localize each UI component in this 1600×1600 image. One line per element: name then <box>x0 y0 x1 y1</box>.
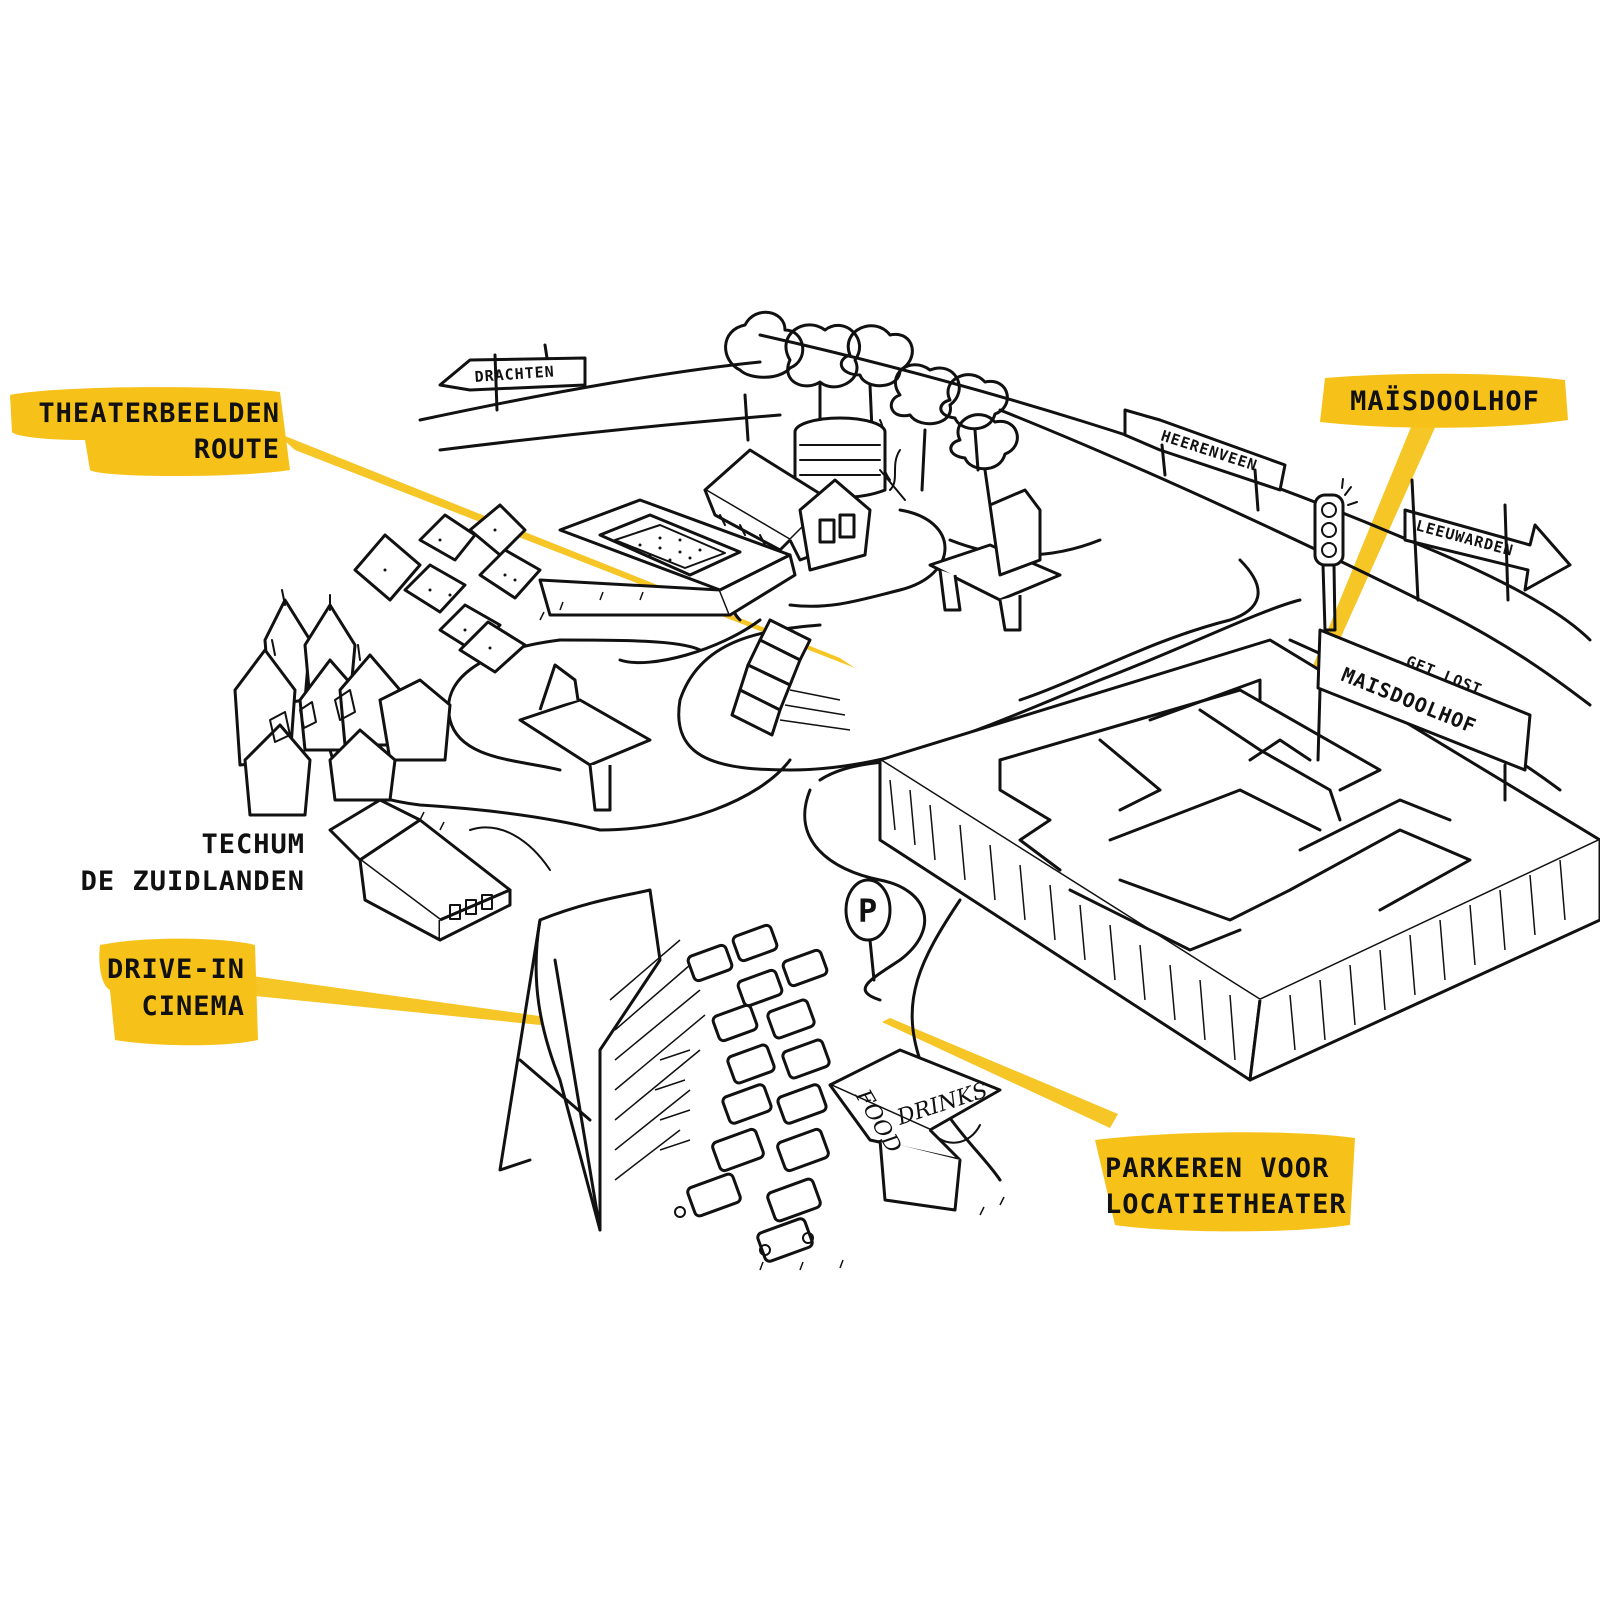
sign-drachten-text: DRACHTEN <box>474 362 555 386</box>
trees <box>724 310 1019 507</box>
beam-parkeren <box>882 1018 1118 1128</box>
callout-theaterbeelden-line2: ROUTE <box>194 434 280 465</box>
callout-theaterbeelden: THEATERBEELDEN ROUTE <box>10 387 290 476</box>
drive-in-screen <box>498 888 706 1232</box>
callout-parkeren: PARKEREN VOOR LOCATIETHEATER <box>1095 1132 1355 1232</box>
callout-drive-in-line1: DRIVE-IN <box>107 954 245 985</box>
tents <box>353 503 542 674</box>
beam-drive-in <box>245 975 570 1028</box>
techum-houses <box>233 589 452 817</box>
callout-techum: TECHUM DE ZUIDLANDEN <box>81 829 305 897</box>
farm-buildings <box>703 448 872 572</box>
corn-maze <box>878 638 1600 1082</box>
sign-heerenveen[interactable]: HEERENVEEN <box>1123 408 1287 512</box>
amphitheatre-steps <box>730 618 851 737</box>
callout-drive-in-line2: CINEMA <box>141 991 245 1022</box>
callout-drive-in: DRIVE-IN CINEMA <box>99 938 258 1046</box>
courtyard <box>538 498 797 617</box>
parking-sign[interactable]: P <box>844 878 892 982</box>
stages <box>518 488 1062 812</box>
callout-maisdoolhof-text: MAÏSDOOLHOF <box>1350 385 1540 417</box>
callout-parkeren-line1: PARKEREN VOOR <box>1105 1153 1329 1184</box>
parked-cars <box>654 923 831 1263</box>
callout-techum-line1: TECHUM <box>201 829 305 860</box>
parking-sign-letter: P <box>858 892 878 930</box>
sign-leeuwarden[interactable]: LEEUWARDEN <box>1403 478 1572 602</box>
callout-techum-line2: DE ZUIDLANDEN <box>81 866 305 897</box>
sign-drachten[interactable]: DRACHTEN <box>438 343 587 412</box>
barn <box>328 798 551 942</box>
callout-maisdoolhof: MAÏSDOOLHOF <box>1320 373 1568 428</box>
callout-theaterbeelden-line1: THEATERBEELDEN <box>38 398 280 429</box>
grass-marks <box>419 591 1005 1271</box>
traffic-light <box>1313 478 1358 632</box>
food-drinks-stand: FOOD DRINKS <box>828 1048 1002 1212</box>
callout-parkeren-line2: LOCATIETHEATER <box>1105 1189 1347 1220</box>
